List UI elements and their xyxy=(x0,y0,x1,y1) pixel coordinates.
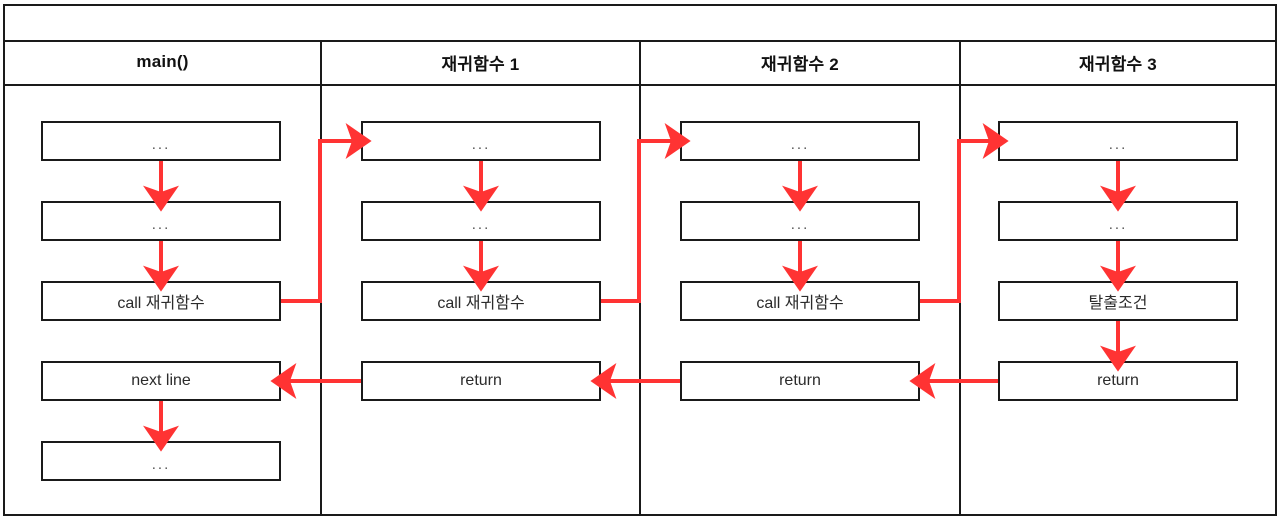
recursive-1-box-call: call 재귀함수 xyxy=(361,281,601,321)
recursive-2-box-call: call 재귀함수 xyxy=(680,281,920,321)
main-box-next-line: next line xyxy=(41,361,281,401)
recursive-1-box-2: ... xyxy=(361,201,601,241)
main-box-1: ... xyxy=(41,121,281,161)
column-header-recursive-2: 재귀함수 2 xyxy=(761,54,839,74)
main-box-5: ... xyxy=(41,441,281,481)
recursive-3-box-2: ... xyxy=(998,201,1238,241)
diagram-outer-frame xyxy=(3,4,1277,516)
column-header-recursive-1: 재귀함수 1 xyxy=(441,54,520,74)
column-divider-3 xyxy=(959,40,961,514)
recursive-2-box-2: ... xyxy=(680,201,920,241)
recursive-1-box-1: ... xyxy=(361,121,601,161)
recursive-2-box-1: ... xyxy=(680,121,920,161)
recursive-1-box-return: return xyxy=(361,361,601,401)
recursive-3-box-1: ... xyxy=(998,121,1238,161)
column-divider-2 xyxy=(639,40,641,514)
column-divider-1 xyxy=(320,40,322,514)
recursive-3-box-return: return xyxy=(998,361,1238,401)
main-box-2: ... xyxy=(41,201,281,241)
main-box-call: call 재귀함수 xyxy=(41,281,281,321)
recursive-2-box-return: return xyxy=(680,361,920,401)
column-header-recursive-3: 재귀함수 3 xyxy=(1079,54,1157,74)
recursive-3-box-base-case: 탈출조건 xyxy=(998,281,1238,321)
column-header-main: main() xyxy=(136,52,189,71)
